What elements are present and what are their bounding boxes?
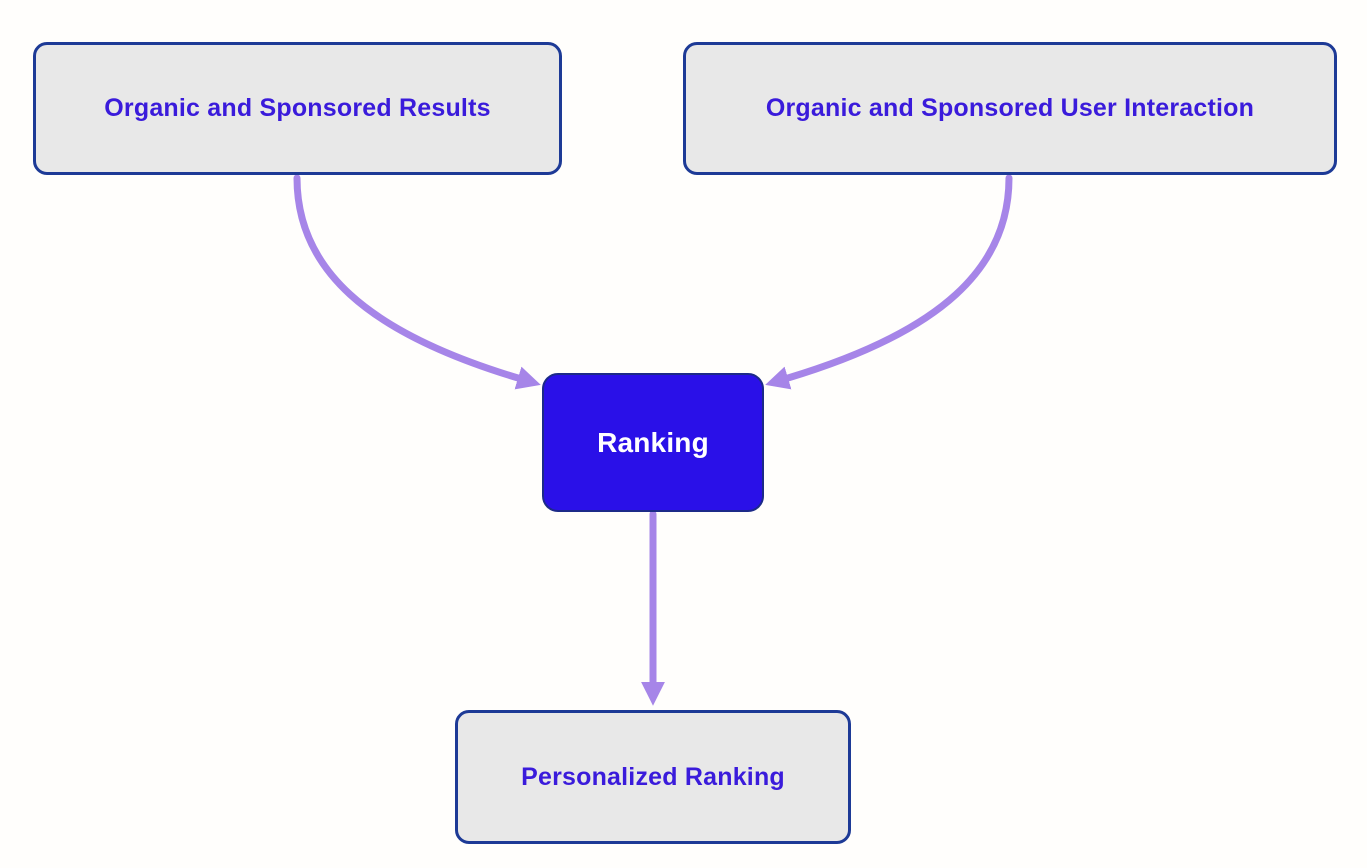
edge-results-to-ranking	[293, 174, 541, 390]
node-personalized-ranking-label: Personalized Ranking	[521, 762, 785, 791]
node-organic-sponsored-user-interaction: Organic and Sponsored User Interaction	[683, 42, 1337, 175]
node-organic-sponsored-results-label: Organic and Sponsored Results	[104, 94, 491, 122]
node-organic-sponsored-user-interaction-label: Organic and Sponsored User Interaction	[765, 94, 1255, 122]
node-ranking-label: Ranking	[597, 426, 709, 458]
node-personalized-ranking: Personalized Ranking	[455, 710, 851, 844]
edge-interaction-to-ranking	[765, 174, 1013, 390]
node-ranking: Ranking	[542, 373, 764, 512]
node-organic-sponsored-results: Organic and Sponsored Results	[33, 42, 562, 175]
